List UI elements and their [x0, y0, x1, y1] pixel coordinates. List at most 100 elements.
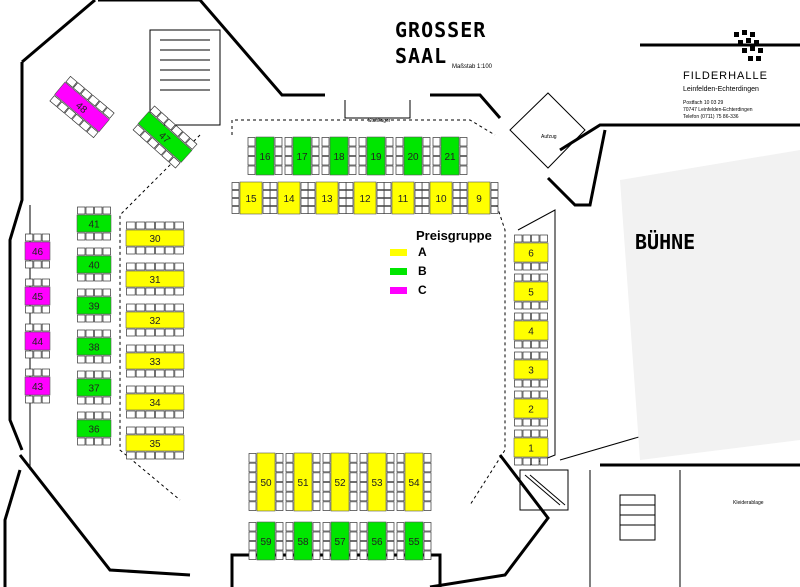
table-number: 45: [32, 292, 44, 303]
table-shape: [277, 181, 301, 215]
table-number: 14: [283, 194, 295, 205]
table-13[interactable]: 13: [315, 181, 339, 215]
table-18[interactable]: 18: [329, 136, 349, 176]
table-number: 32: [149, 316, 161, 327]
table-43[interactable]: 43: [24, 376, 51, 396]
table-33[interactable]: 33: [125, 352, 185, 370]
table-16[interactable]: 16: [255, 136, 275, 176]
table-chairs: [77, 411, 111, 446]
table-55[interactable]: 55: [404, 521, 424, 561]
table-59[interactable]: 59: [256, 521, 276, 561]
table-chairs: [247, 137, 283, 175]
table-chairs: [284, 137, 320, 175]
filderhalle-logo: FILDERHALLE Leinfelden-Echterdingen Post…: [675, 28, 795, 120]
table-chairs: [396, 522, 432, 560]
table-41[interactable]: 41: [76, 214, 112, 233]
table-53[interactable]: 53: [367, 452, 387, 512]
table-40[interactable]: 40: [76, 255, 112, 274]
table-35[interactable]: 35: [125, 434, 185, 452]
table-21[interactable]: 21: [440, 136, 460, 176]
table-number: 52: [334, 478, 346, 489]
table-shape: [76, 378, 112, 397]
table-shape: [315, 181, 339, 215]
table-4[interactable]: 4: [513, 320, 549, 341]
table-chairs: [322, 453, 358, 511]
table-number: 56: [371, 537, 383, 548]
legend-item: B: [390, 262, 510, 281]
table-10[interactable]: 10: [429, 181, 453, 215]
table-number: 2: [528, 405, 534, 416]
table-6[interactable]: 6: [513, 242, 549, 263]
table-17[interactable]: 17: [292, 136, 312, 176]
table-20[interactable]: 20: [403, 136, 423, 176]
table-48[interactable]: 48: [49, 75, 115, 139]
table-shape: [513, 359, 549, 380]
logo-address2: 70747 Leinfelden-Echterdingen: [683, 107, 753, 113]
table-11[interactable]: 11: [391, 181, 415, 215]
table-39[interactable]: 39: [76, 296, 112, 315]
logo-name: FILDERHALLE: [683, 70, 768, 82]
table-chairs: [321, 137, 357, 175]
table-chairs: [359, 522, 395, 560]
table-37[interactable]: 37: [76, 378, 112, 397]
table-number: 10: [435, 194, 447, 205]
table-36[interactable]: 36: [76, 419, 112, 438]
table-32[interactable]: 32: [125, 311, 185, 329]
table-54[interactable]: 54: [404, 452, 424, 512]
table-chairs: [514, 390, 548, 427]
table-56[interactable]: 56: [367, 521, 387, 561]
table-number: 30: [149, 234, 161, 245]
table-chairs: [49, 75, 115, 139]
table-2[interactable]: 2: [513, 398, 549, 419]
legend-item: C: [390, 281, 510, 300]
table-chairs: [25, 278, 50, 314]
table-shape: [513, 398, 549, 419]
table-57[interactable]: 57: [330, 521, 350, 561]
table-52[interactable]: 52: [330, 452, 350, 512]
table-30[interactable]: 30: [125, 229, 185, 247]
table-shape: [367, 521, 387, 561]
hall-title-line2: SAAL: [395, 44, 448, 68]
table-38[interactable]: 38: [76, 337, 112, 356]
table-14[interactable]: 14: [277, 181, 301, 215]
table-chairs: [432, 137, 468, 175]
table-chairs: [322, 522, 358, 560]
table-9[interactable]: 9: [467, 181, 491, 215]
table-58[interactable]: 58: [293, 521, 313, 561]
table-19[interactable]: 19: [366, 136, 386, 176]
table-number: 53: [371, 478, 383, 489]
table-47[interactable]: 47: [132, 105, 198, 169]
legend-swatch: [390, 268, 407, 275]
table-shape: [76, 214, 112, 233]
table-51[interactable]: 51: [293, 452, 313, 512]
table-number: 39: [88, 302, 100, 313]
table-3[interactable]: 3: [513, 359, 549, 380]
table-shape: [404, 521, 424, 561]
table-34[interactable]: 34: [125, 393, 185, 411]
table-shape: [330, 521, 350, 561]
table-shape: [54, 81, 110, 133]
table-50[interactable]: 50: [256, 452, 276, 512]
table-44[interactable]: 44: [24, 331, 51, 351]
table-number: 50: [260, 478, 272, 489]
table-45[interactable]: 45: [24, 286, 51, 306]
table-number: 40: [88, 261, 100, 272]
table-chairs: [126, 262, 184, 296]
table-12[interactable]: 12: [353, 181, 377, 215]
table-number: 11: [398, 194, 409, 205]
table-46[interactable]: 46: [24, 241, 51, 261]
table-shape: [513, 437, 549, 458]
table-shape: [24, 331, 51, 351]
table-1[interactable]: 1: [513, 437, 549, 458]
table-31[interactable]: 31: [125, 270, 185, 288]
table-chairs: [285, 453, 321, 511]
legend-label: B: [418, 264, 427, 278]
table-shape: [24, 241, 51, 261]
table-chairs: [126, 303, 184, 337]
table-15[interactable]: 15: [239, 181, 263, 215]
table-chairs: [248, 453, 284, 511]
table-5[interactable]: 5: [513, 281, 549, 302]
table-number: 12: [359, 194, 371, 205]
table-number: 51: [297, 478, 309, 489]
